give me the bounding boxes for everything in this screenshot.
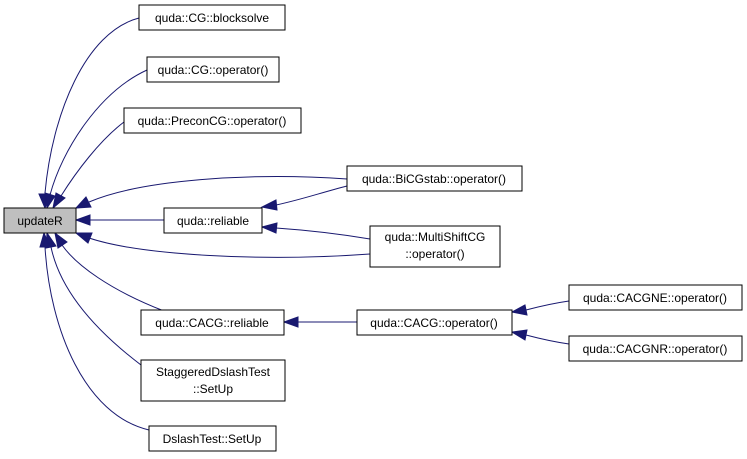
edge-bicgstab-to-reliable	[260, 185, 348, 211]
edge-cacgne-to-cacg-operator	[510, 300, 570, 316]
node-label: quda::reliable	[177, 214, 249, 228]
node-updater[interactable]: updateR	[3, 207, 77, 234]
node-label: quda::CG::blocksolve	[155, 11, 269, 25]
node-label: updateR	[17, 214, 63, 228]
node-label: DslashTest::SetUp	[163, 432, 262, 446]
node-reliable[interactable]: quda::reliable	[163, 207, 263, 234]
node-staggered-setup[interactable]: StaggeredDslashTest ::SetUp	[140, 359, 286, 402]
edge-multishiftcg-to-updater	[74, 232, 371, 258]
edge-multishiftcg-to-reliable	[260, 222, 371, 240]
edge-cacg-operator-to-cacg-reliable	[282, 316, 357, 328]
edge-dslash-setup-to-updater	[39, 231, 150, 431]
node-label: quda::BiCGstab::operator()	[362, 172, 506, 186]
node-label: quda::CACGNR::operator()	[583, 342, 728, 356]
node-bicgstab-operator[interactable]: quda::BiCGstab::operator()	[346, 165, 523, 192]
node-label: quda::CACG::operator()	[370, 316, 497, 330]
edge-staggered-setup-to-updater	[45, 231, 142, 366]
node-cacgnr-operator[interactable]: quda::CACGNR::operator()	[568, 335, 743, 362]
node-label-line1: quda::MultiShiftCG	[385, 230, 486, 244]
node-dslash-setup[interactable]: DslashTest::SetUp	[148, 425, 277, 452]
edge-reliable-to-updater	[74, 214, 164, 226]
node-preconcg-operator[interactable]: quda::PreconCG::operator()	[123, 107, 302, 134]
node-multishiftcg-operator[interactable]: quda::MultiShiftCG ::operator()	[369, 225, 501, 268]
node-label: quda::CG::operator()	[158, 63, 269, 77]
node-label: quda::CACGNE::operator()	[583, 291, 727, 305]
edge-cg-operator-to-updater	[44, 69, 148, 210]
node-label: quda::CACG::reliable	[155, 316, 269, 330]
node-label-line2: ::operator()	[405, 247, 464, 261]
node-label: quda::PreconCG::operator()	[138, 114, 287, 128]
node-cg-blocksolve[interactable]: quda::CG::blocksolve	[138, 4, 286, 31]
edge-cacg-reliable-to-updater	[54, 231, 165, 312]
node-cacg-reliable[interactable]: quda::CACG::reliable	[140, 309, 285, 336]
edge-bicgstab-to-updater	[74, 176, 348, 209]
node-cacg-operator[interactable]: quda::CACG::operator()	[356, 309, 513, 336]
edge-cacgnr-to-cacg-operator	[510, 329, 570, 345]
node-cg-operator[interactable]: quda::CG::operator()	[146, 56, 280, 83]
node-cacgne-operator[interactable]: quda::CACGNE::operator()	[568, 284, 743, 311]
edge-preconcg-operator-to-updater	[52, 121, 125, 210]
node-label-line2: ::SetUp	[193, 382, 233, 396]
node-label-line1: StaggeredDslashTest	[156, 365, 271, 379]
